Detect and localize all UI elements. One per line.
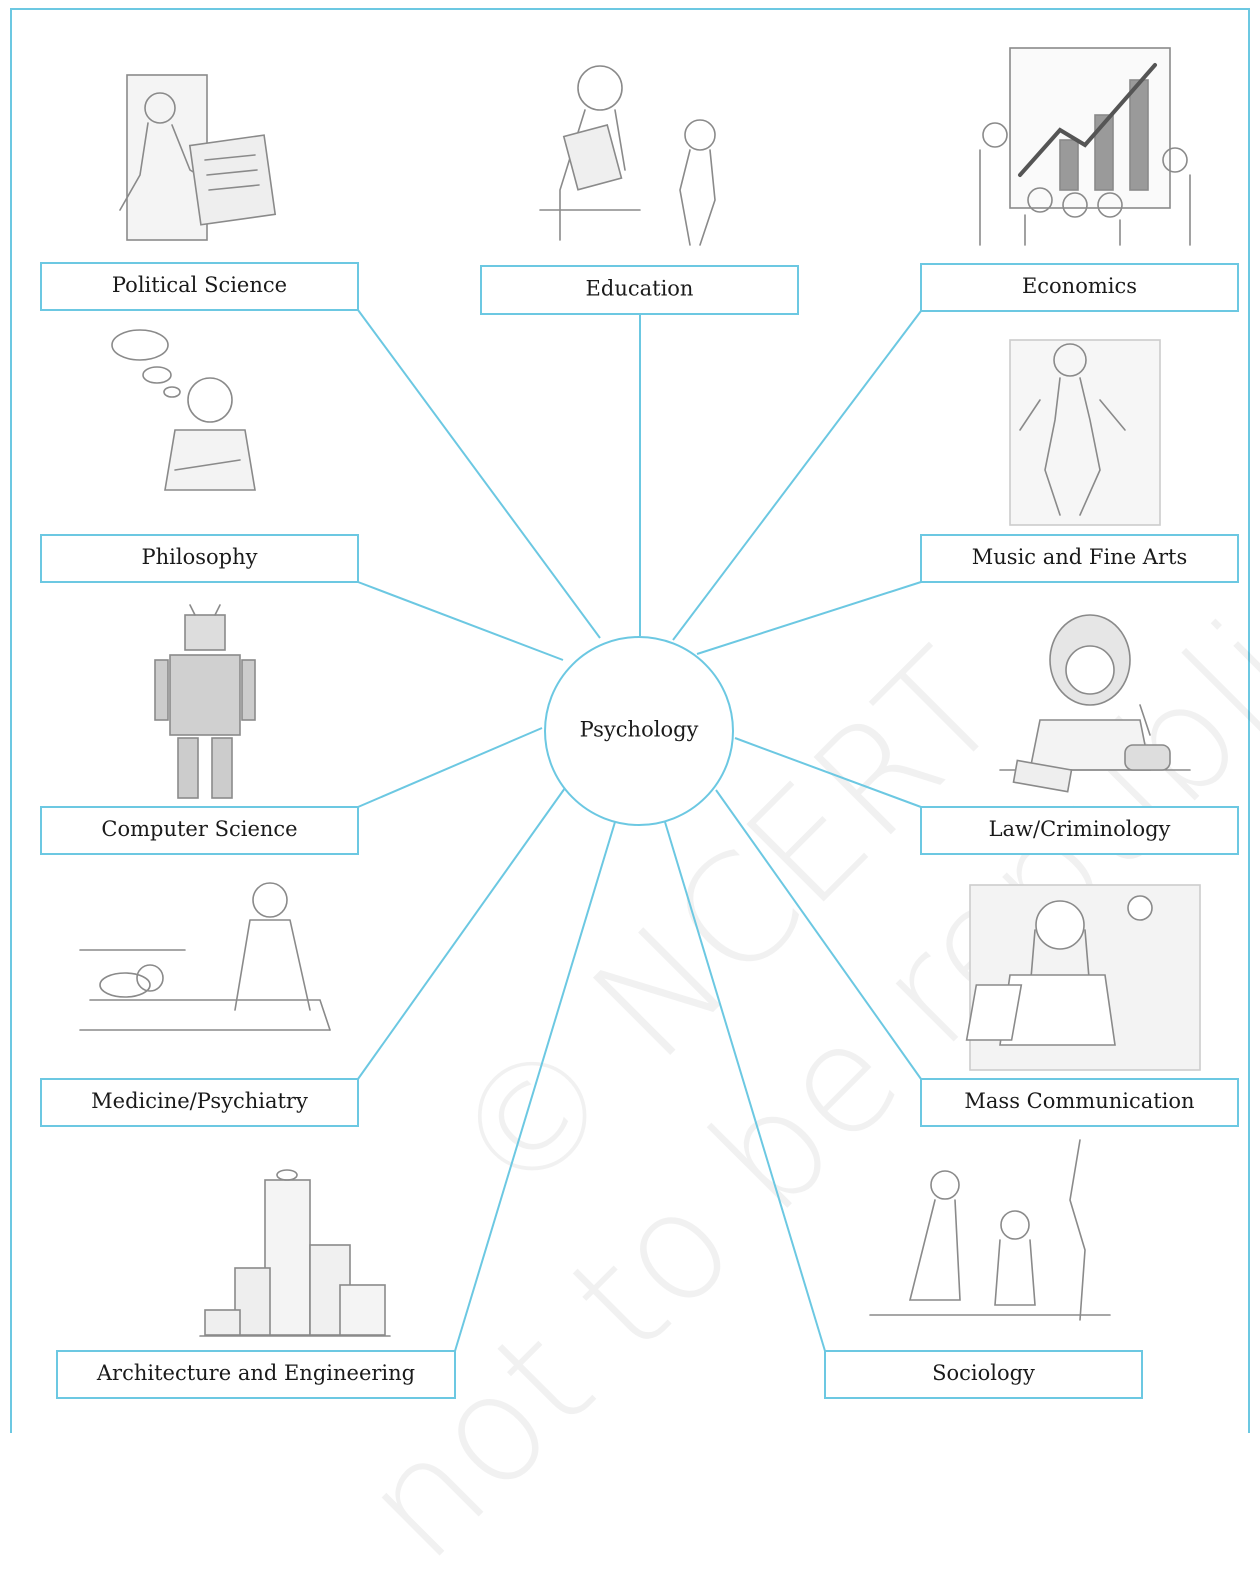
psychology-relations-diagram: Political Science Education EconomicsPhilo… bbox=[40, 47, 1239, 1399]
buildings-illustration bbox=[199, 1169, 391, 1337]
field-box-border bbox=[920, 806, 1239, 855]
dancer-illustration bbox=[1009, 339, 1161, 526]
field-label-sociology: Sociology bbox=[932, 1361, 1035, 1385]
field-label-music-fine-arts: Music and Fine Arts bbox=[972, 545, 1187, 569]
connector-political-science bbox=[357, 309, 601, 639]
connector-music-fine-arts bbox=[696, 581, 922, 655]
field-box-border bbox=[40, 1078, 359, 1127]
field-label-economics: Economics bbox=[1022, 274, 1137, 298]
connector-philosophy bbox=[357, 581, 564, 661]
teacher-student-illustration bbox=[539, 65, 716, 246]
diagram-frame bbox=[10, 8, 1250, 1433]
connector-law-criminology bbox=[734, 737, 922, 808]
doctor-patient-illustration bbox=[79, 882, 331, 1031]
field-box-mass-communication: Mass Communication bbox=[920, 1078, 1239, 1127]
field-box-border bbox=[920, 263, 1239, 312]
field-box-law-criminology: Law/Criminology bbox=[920, 806, 1239, 855]
field-box-education: Education bbox=[480, 265, 799, 315]
field-box-medicine-psychiatry: Medicine/Psychiatry bbox=[40, 1078, 359, 1127]
field-box-philosophy: Philosophy bbox=[40, 534, 359, 583]
field-box-border bbox=[56, 1350, 456, 1399]
field-box-political-science: Political Science bbox=[40, 262, 359, 311]
field-box-border bbox=[40, 534, 359, 583]
field-box-border bbox=[920, 1078, 1239, 1127]
thinking-man-illustration bbox=[111, 329, 256, 491]
field-box-border bbox=[480, 265, 799, 315]
field-box-border bbox=[920, 534, 1239, 583]
field-box-music-fine-arts: Music and Fine Arts bbox=[920, 534, 1239, 583]
field-box-border bbox=[40, 806, 359, 855]
judge-gavel-illustration bbox=[999, 614, 1191, 793]
field-box-computer-science: Computer Science bbox=[40, 806, 359, 855]
field-box-border bbox=[824, 1350, 1143, 1399]
connector-medicine-psychiatry bbox=[357, 787, 566, 1080]
field-label-law-criminology: Law/Criminology bbox=[989, 817, 1171, 841]
field-box-sociology: Sociology bbox=[824, 1350, 1143, 1399]
field-label-boxes: Political Science Education EconomicsPhilo… bbox=[40, 262, 1239, 1399]
connector-economics bbox=[672, 310, 922, 641]
stock-chart-presentation-illustration bbox=[979, 47, 1191, 246]
center-circle bbox=[544, 636, 734, 826]
field-label-architecture-engineering: Architecture and Engineering bbox=[96, 1361, 415, 1385]
field-box-border bbox=[40, 262, 359, 311]
field-label-education: Education bbox=[586, 277, 694, 301]
connector-sociology bbox=[664, 821, 826, 1352]
news-anchor-illustration bbox=[965, 884, 1201, 1071]
center-node: Psychology bbox=[544, 636, 734, 826]
field-label-medicine-psychiatry: Medicine/Psychiatry bbox=[91, 1089, 308, 1113]
connector-architecture-engineering bbox=[454, 821, 616, 1352]
field-label-philosophy: Philosophy bbox=[142, 545, 258, 569]
field-label-mass-communication: Mass Communication bbox=[964, 1089, 1194, 1113]
connector-computer-science bbox=[357, 727, 543, 808]
field-box-architecture-engineering: Architecture and Engineering bbox=[56, 1350, 456, 1399]
field-label-political-science: Political Science bbox=[112, 273, 287, 297]
field-label-computer-science: Computer Science bbox=[101, 817, 297, 841]
connector-mass-communication bbox=[715, 789, 922, 1080]
field-box-economics: Economics bbox=[920, 263, 1239, 312]
connector-lines bbox=[357, 309, 922, 1352]
village-conversation-illustration bbox=[869, 1139, 1111, 1321]
robot-illustration bbox=[154, 604, 256, 799]
voting-machine-illustration bbox=[119, 74, 277, 241]
center-label: Psychology bbox=[580, 718, 699, 742]
